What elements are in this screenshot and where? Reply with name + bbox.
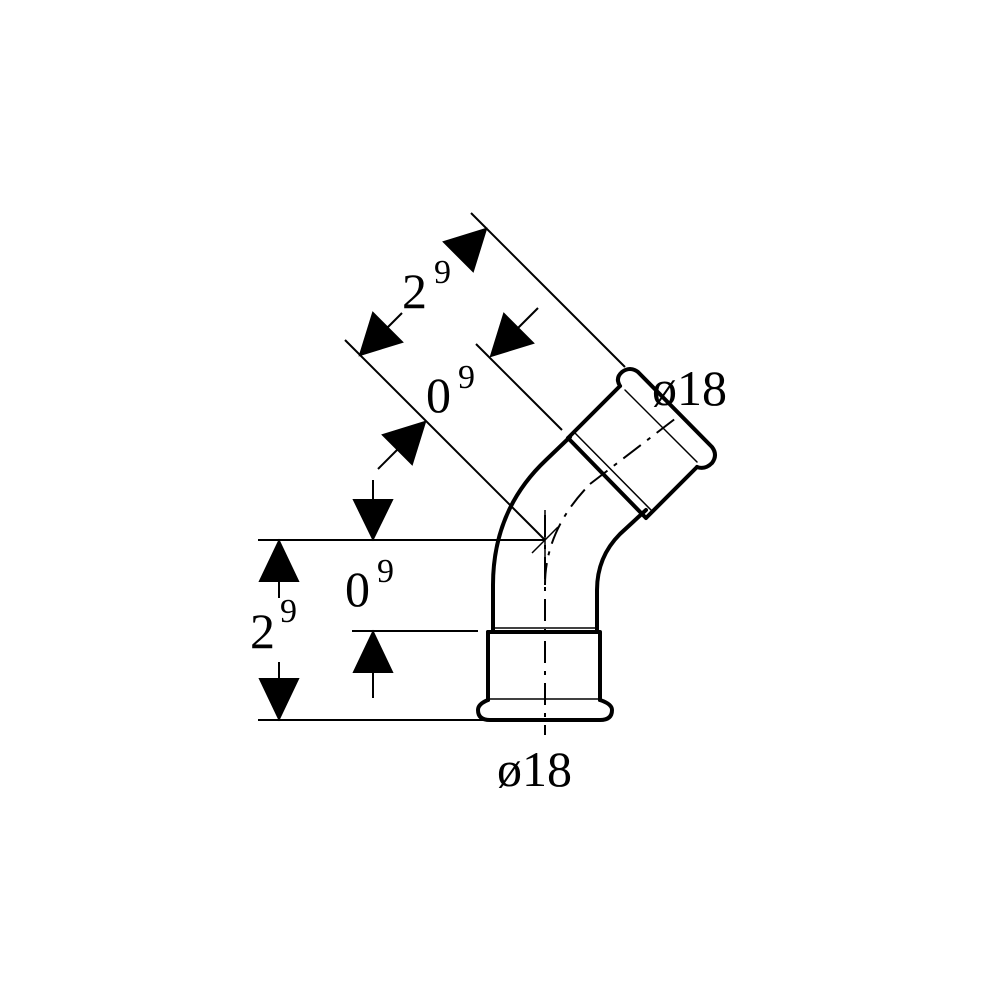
angled-centerline [589,414,681,485]
fitting-body [476,367,717,722]
ext-line-angled-socket [475,343,563,431]
arc-centerline [544,483,591,586]
angled-overall-suffix: 9 [434,254,451,291]
upper-socket-collar [566,436,648,520]
upper-socket-outer [566,384,622,440]
arrow-offset-up [352,629,394,673]
vertical-offset-value: 0 [345,561,370,617]
angled-offset-value: 0 [426,367,451,423]
arrow-offset-down [352,499,394,542]
vertical-dimensions [258,480,545,722]
lower-diameter-label: ø18 [497,741,572,797]
arrow-angled-overall-b [442,227,488,273]
angled-dimensions [344,212,626,541]
elbow-outer-wall [491,435,572,632]
ext-line-angled-outer [344,339,546,541]
angled-overall-value: 2 [402,263,427,319]
arrow-overall-up [258,538,300,582]
angled-offset-suffix: 9 [458,359,475,396]
upper-socket-collar-inner [573,431,652,511]
arrow-angled-overall-a [358,311,404,357]
vertical-overall-suffix: 9 [280,593,297,630]
upper-diameter-label: ø18 [652,360,727,416]
vertical-overall-value: 2 [250,603,275,659]
vertical-offset-suffix: 9 [377,553,394,590]
upper-socket-inner-line [624,389,698,463]
upper-socket-inner [644,465,699,520]
ext-line-angled-end [470,212,626,368]
centerlines [544,414,681,735]
arrow-overall-down [258,678,300,722]
lower-socket-bead [476,698,614,722]
upper-socket-bead [615,367,717,470]
lower-socket-body [486,630,602,702]
elbow-inner-wall [595,508,648,632]
